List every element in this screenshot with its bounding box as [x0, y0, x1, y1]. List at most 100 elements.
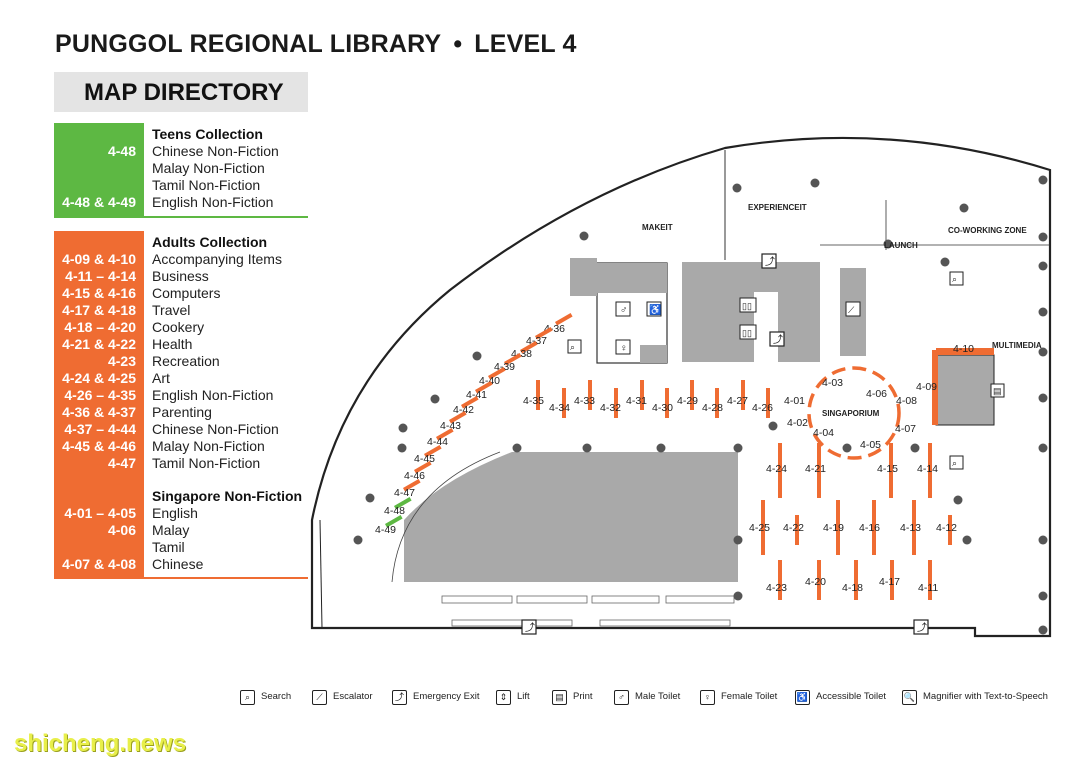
shelf-label: 4-23	[766, 582, 787, 594]
svg-text:▯▯: ▯▯	[742, 301, 752, 311]
svg-text:⟋: ⟋	[848, 305, 855, 315]
bookshelf	[435, 428, 454, 441]
shelf-label: 4-42	[453, 404, 474, 416]
railing	[391, 451, 501, 583]
adults-color-bar	[54, 231, 144, 577]
singaporium-ring	[807, 366, 901, 460]
legend-label: Female Toilet	[721, 691, 778, 702]
pillar	[397, 443, 407, 453]
category-label: Parenting	[152, 404, 212, 420]
shelf-label: 4-43	[440, 420, 461, 432]
page-title: PUNGGOL REGIONAL LIBRARY•LEVEL 4	[55, 30, 577, 59]
bookshelf	[614, 388, 618, 418]
shelf-label: 4-45	[414, 453, 435, 465]
legend-item: 🔍Magnifier with Text-to-Speech	[902, 688, 1048, 708]
bookshelf	[817, 443, 821, 498]
shelf-label: 4-01	[784, 395, 805, 407]
bookshelf	[385, 515, 403, 528]
room	[778, 292, 820, 362]
shelf-label: 4-11	[918, 582, 938, 594]
pillar	[1038, 393, 1048, 403]
teens-color-bar	[54, 123, 144, 216]
exit-icon: ⤴	[521, 619, 537, 635]
zone-label-launch: LAUNCH	[884, 241, 918, 250]
zone-label-singaporium: SINGAPORIUM	[822, 409, 880, 418]
central-void	[404, 452, 738, 582]
shelf-label: 4-03	[822, 377, 843, 389]
shelf-label: 4-15	[877, 463, 898, 475]
bookshelf	[403, 478, 421, 492]
shelf-label: 4-22	[783, 522, 804, 534]
bookshelf	[854, 560, 858, 600]
zone-label-makeit: MAKEIT	[642, 223, 673, 232]
pillar	[810, 178, 820, 188]
shelf-label: 4-20	[805, 576, 826, 588]
legend-item: ♂Male Toilet	[614, 688, 680, 708]
svg-text:♀: ♀	[620, 343, 628, 354]
svg-text:⌕: ⌕	[952, 274, 957, 284]
exit-icon: ⤴	[769, 331, 785, 347]
shelf-label: 4-40	[479, 375, 500, 387]
pillar	[883, 239, 893, 249]
pillar	[733, 535, 743, 545]
pillar	[733, 443, 743, 453]
bookshelf	[836, 500, 840, 555]
teens-heading: Teens Collection	[54, 126, 308, 143]
category-label: Cookery	[152, 319, 205, 335]
bookshelf	[715, 388, 719, 418]
escalator-icon: ⟋	[845, 301, 861, 317]
bookshelf	[413, 460, 432, 474]
legend-item: ⤴Emergency Exit	[392, 688, 480, 708]
bookshelf	[588, 380, 592, 410]
bookshelf	[936, 348, 994, 355]
pillar	[733, 591, 743, 601]
escalator-icon: ⟋	[312, 689, 327, 705]
adults-heading: Adults Collection	[54, 234, 308, 251]
category-label: Chinese Non-Fiction	[152, 143, 279, 159]
category-label: English	[152, 505, 198, 521]
search-icon: ⌕	[949, 455, 964, 470]
shelf-code: 4-36 & 4-37	[62, 404, 136, 420]
bookshelf	[795, 515, 799, 545]
zone-label-coworking: CO-WORKING ZONE	[948, 226, 1027, 235]
bookshelf	[872, 500, 876, 555]
bookshelf	[640, 380, 644, 410]
multimedia-room	[935, 354, 995, 426]
pillar	[512, 443, 522, 453]
bookshelf	[817, 560, 821, 600]
list-item: 4-18 – 4-20 Cookery	[54, 319, 308, 336]
pillar	[940, 257, 950, 267]
category-label: Chinese	[152, 556, 204, 572]
male-toilet-icon: ♂	[614, 689, 629, 705]
shelf-label: 4-27	[727, 395, 748, 407]
search-icon: ⌕	[949, 271, 964, 286]
svg-text:▤: ▤	[993, 386, 1002, 396]
category-label: Chinese Non-Fiction	[152, 421, 279, 437]
list-item: Malay Non-Fiction	[54, 160, 308, 177]
bookshelf	[503, 353, 522, 366]
category-label: Computers	[152, 285, 221, 301]
female-toilet-icon: ♀	[700, 689, 715, 705]
female-toilet-icon: ♀	[615, 339, 631, 355]
shelf-label: 4-46	[404, 470, 425, 482]
pillar	[398, 423, 408, 433]
bench	[516, 595, 588, 604]
shelf-code: 4-18 – 4-20	[64, 319, 136, 335]
singapore-title: Singapore Non-Fiction	[152, 488, 303, 504]
category-label: Malay Non-Fiction	[152, 438, 265, 454]
category-label: Health	[152, 336, 193, 352]
pillar	[1038, 443, 1048, 453]
category-label: Malay Non-Fiction	[152, 160, 265, 176]
list-item: 4-48 & 4-49 English Non-Fiction	[54, 194, 308, 211]
shelf-label: 4-49	[375, 524, 396, 536]
pillar	[579, 231, 589, 241]
pillar	[1038, 625, 1048, 635]
zone-label-experienceit: EXPERIENCEIT	[748, 203, 807, 212]
svg-text:♂: ♂	[620, 305, 628, 316]
pillar	[910, 443, 920, 453]
